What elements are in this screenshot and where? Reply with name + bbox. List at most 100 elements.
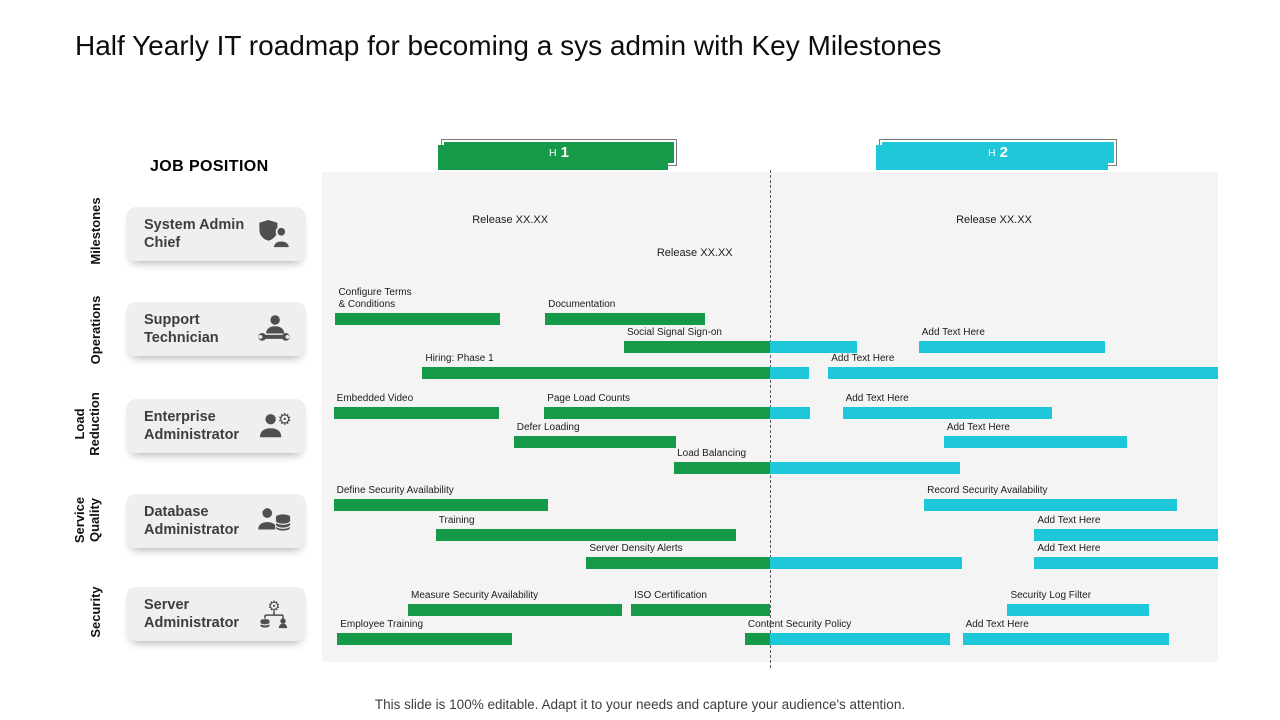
- gantt-segment-green: [744, 633, 770, 645]
- gantt-segment-green: [586, 557, 770, 569]
- job-card-enterprise-administrator[interactable]: Enterprise Administrator⚙: [126, 399, 306, 453]
- gantt-bar-iso-certification[interactable]: [631, 604, 770, 616]
- gantt-segment-cyan: [769, 341, 857, 353]
- gantt-segment-green: [408, 604, 623, 616]
- gantt-bar-server-density-alerts[interactable]: [586, 557, 962, 569]
- milestone-label: Release XX.XX: [956, 214, 1032, 226]
- server-network-icon: ⚙: [256, 598, 292, 630]
- gantt-segment-green: [631, 604, 770, 616]
- gantt-bar-record-security-availability[interactable]: [924, 499, 1177, 511]
- gantt-bar-documentation[interactable]: [545, 313, 706, 325]
- bar-label: Page Load Counts: [547, 393, 631, 404]
- gantt-chart-area: Release XX.XX Release XX.XX Release XX.XX C…: [322, 170, 1218, 668]
- half1-header[interactable]: H 1: [438, 139, 677, 170]
- gantt-segment-green: [674, 462, 770, 474]
- milestone-label: Release XX.XX: [656, 247, 733, 259]
- gantt-bar-employee-training[interactable]: [337, 633, 512, 645]
- gantt-segment-cyan: [769, 367, 810, 379]
- gantt-segment-cyan: [918, 341, 1106, 353]
- gantt-segment-cyan: [828, 367, 1218, 379]
- bar-label: Server Density Alerts: [589, 543, 683, 554]
- gantt-segment-cyan: [842, 407, 1053, 419]
- half1-number: 1: [560, 144, 569, 161]
- gantt-segment-green: [623, 341, 770, 353]
- job-card-title: Server Administrator: [144, 596, 240, 631]
- gantt-bar-load-balancing[interactable]: [674, 462, 960, 474]
- gantt-bar-security-log-filter[interactable]: [1007, 604, 1149, 616]
- bar-label: Security Log Filter: [1010, 590, 1092, 601]
- half2-header-fill: H 2: [882, 142, 1114, 163]
- bar-label: Add Text Here: [831, 353, 895, 364]
- section-label-milestones: Milestones: [87, 197, 103, 265]
- bar-label: Hiring: Phase 1: [425, 353, 494, 364]
- section-label-load-reduction: Load Reduction: [72, 392, 102, 456]
- gantt-bar-social-signal-sign-on[interactable]: [623, 341, 857, 353]
- job-card-title: Enterprise Administrator: [144, 408, 240, 443]
- gantt-bar-configure-terms-conditions[interactable]: [335, 313, 501, 325]
- gantt-segment-cyan: [1007, 604, 1149, 616]
- gantt-segment-cyan: [1034, 529, 1218, 541]
- gantt-bar-hiring-phase-1[interactable]: [422, 367, 810, 379]
- job-card-server-administrator[interactable]: Server Administrator ⚙: [126, 587, 306, 641]
- gantt-segment-cyan: [962, 633, 1169, 645]
- gantt-segment-green: [513, 436, 676, 448]
- job-card-database-administrator[interactable]: Database Administrator: [126, 494, 306, 548]
- gantt-bar-add-text-here[interactable]: [1034, 557, 1218, 569]
- job-card-title: Database Administrator: [144, 503, 240, 538]
- gantt-bar-measure-security-availability[interactable]: [408, 604, 623, 616]
- section-label-service-quality: Service Quality: [72, 496, 102, 544]
- gantt-bar-embedded-video[interactable]: [333, 407, 500, 419]
- gantt-bar-add-text-here[interactable]: [943, 436, 1128, 448]
- gantt-bar-content-security-policy[interactable]: [744, 633, 951, 645]
- bar-label: Content Security Policy: [747, 619, 852, 630]
- half-year-divider-line: [770, 170, 771, 668]
- gantt-segment-cyan: [924, 499, 1177, 511]
- shield-user-icon: [256, 218, 292, 250]
- bar-label: Training: [438, 515, 475, 526]
- gantt-segment-cyan: [769, 462, 960, 474]
- half2-number: 2: [999, 144, 1008, 161]
- bar-label: Add Text Here: [965, 619, 1029, 630]
- half2-prefix: H: [988, 146, 996, 159]
- gantt-bar-add-text-here[interactable]: [962, 633, 1169, 645]
- bar-label: Employee Training: [340, 619, 424, 630]
- gantt-segment-green: [335, 313, 501, 325]
- bar-label: Add Text Here: [921, 327, 985, 338]
- gantt-bar-define-security-availability[interactable]: [333, 499, 548, 511]
- gantt-bar-defer-loading[interactable]: [513, 436, 676, 448]
- bar-label: Social Signal Sign-on: [626, 327, 722, 338]
- job-position-header: JOB POSITION: [150, 158, 269, 175]
- job-card-title: Support Technician: [144, 311, 219, 346]
- bar-label: Documentation: [548, 299, 616, 310]
- gantt-segment-green: [422, 367, 770, 379]
- gantt-bar-add-text-here[interactable]: [828, 367, 1218, 379]
- gantt-segment-green: [337, 633, 512, 645]
- bar-label: Add Text Here: [946, 422, 1010, 433]
- job-card-support-technician[interactable]: Support Technician: [126, 302, 306, 356]
- gantt-segment-cyan: [769, 407, 811, 419]
- bar-label: ISO Certification: [634, 590, 707, 601]
- gantt-bar-page-load-counts[interactable]: [544, 407, 811, 419]
- gantt-segment-cyan: [1034, 557, 1218, 569]
- job-card-system-admin-chief[interactable]: System Admin Chief: [126, 207, 306, 261]
- gantt-bar-add-text-here[interactable]: [842, 407, 1053, 419]
- gantt-bar-add-text-here[interactable]: [1034, 529, 1218, 541]
- milestone-label: Release XX.XX: [472, 214, 549, 226]
- section-label-security: Security: [87, 586, 103, 638]
- support-wrench-icon: [256, 313, 292, 345]
- bar-label: Defer Loading: [516, 422, 580, 433]
- bar-label: Define Security Availability: [336, 485, 454, 496]
- bar-label: Add Text Here: [845, 393, 909, 404]
- gantt-bar-training[interactable]: [435, 529, 736, 541]
- bar-label: Add Text Here: [1037, 515, 1101, 526]
- gantt-bar-add-text-here[interactable]: [918, 341, 1106, 353]
- bar-label: Record Security Availability: [927, 485, 1048, 496]
- bar-label: Embedded Video: [336, 393, 414, 404]
- gantt-segment-green: [435, 529, 736, 541]
- slide-title: Half Yearly IT roadmap for becoming a sy…: [75, 30, 942, 61]
- svg-text:⚙: ⚙: [267, 598, 280, 615]
- gantt-segment-green: [333, 499, 548, 511]
- half2-header[interactable]: H 2: [876, 139, 1117, 170]
- gantt-segment-cyan: [769, 633, 951, 645]
